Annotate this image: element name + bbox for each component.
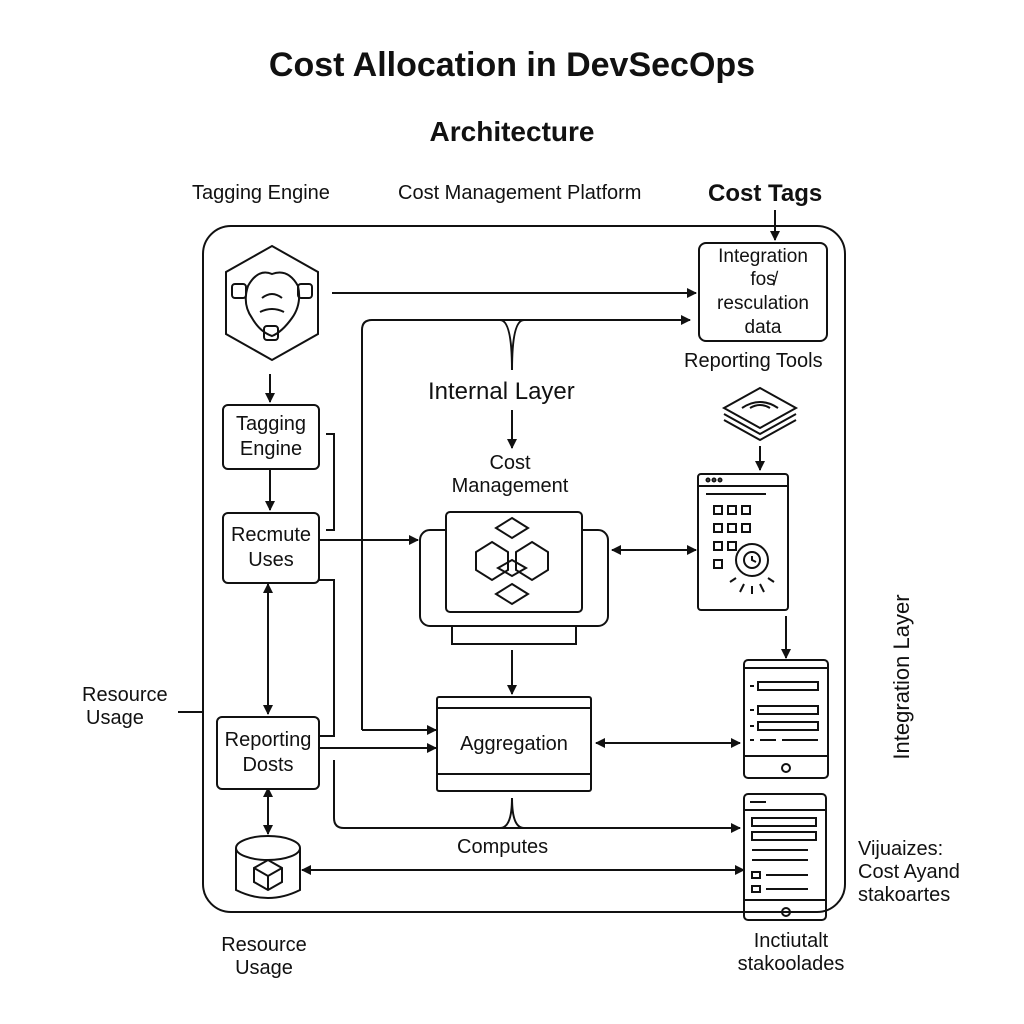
internal-layer-label: Internal Layer <box>428 378 575 405</box>
tablet-list-icon <box>743 659 829 779</box>
recmute-uses-line-1: Recmute <box>230 524 312 546</box>
top-label-cost-tags: Cost Tags <box>708 180 823 207</box>
aggregation-box: Aggregation <box>436 696 592 792</box>
tagging-engine-line-1: Tagging <box>235 413 307 435</box>
top-label-cost-management-platform: Cost Management Platform <box>398 182 642 204</box>
resource-usage-left-label: Resource Usage <box>82 684 168 730</box>
diagram-subtitle: Architecture <box>429 116 595 147</box>
integration-box-line-1: Integration <box>718 245 808 267</box>
cost-management-line-1: Cost <box>489 452 531 474</box>
vijuaizes-line-2: Cost Ayand <box>858 861 960 883</box>
reporting-dosts-line-1: Reporting <box>224 729 312 751</box>
reporting-dosts-box: Reporting Dosts <box>216 716 320 790</box>
vijuaizes-label: Vijuaizes: Cost Ayand stakoartes <box>858 838 960 907</box>
tagging-engine-box: Tagging Engine <box>222 404 320 470</box>
database-icon <box>235 835 301 899</box>
reporting-dosts-line-2: Dosts <box>242 754 294 776</box>
integration-box-line-2: fos̸ <box>750 269 776 291</box>
resource-usage-bottom-label: Resource Usage <box>204 934 324 980</box>
tagging-engine-line-2: Engine <box>239 438 303 460</box>
vijuaizes-line-1: Vijuaizes: <box>858 838 944 860</box>
inctiutalt-line-2: stakoolades <box>737 953 845 975</box>
resource-usage-bottom-line-1: Resource <box>221 934 307 956</box>
recmute-uses-box: Recmute Uses <box>222 512 320 584</box>
integration-layer-label: Integration Layer <box>889 594 914 760</box>
stacked-layers-icon <box>721 386 799 442</box>
aggregation-label: Aggregation <box>460 732 568 755</box>
integration-box-line-3: resculation <box>717 293 809 314</box>
inctiutalt-line-1: Inctiutalt <box>753 930 829 952</box>
recmute-uses-line-2: Uses <box>248 549 294 571</box>
diagram-title: Cost Allocation in DevSecOps <box>268 46 756 84</box>
dashboard-icon <box>697 473 789 611</box>
main-container <box>202 225 846 913</box>
cost-management-label: Cost Management <box>430 452 590 498</box>
resource-usage-bottom-line-2: Usage <box>235 957 293 979</box>
top-label-tagging-engine: Tagging Engine <box>192 182 330 204</box>
hexagon-gear-icon <box>225 244 319 362</box>
resource-usage-left-line-2: Usage <box>86 707 144 729</box>
aggregation-box-lines <box>436 707 592 775</box>
reporting-tools-label: Reporting Tools <box>684 350 823 372</box>
integration-box-line-4: data <box>744 316 782 338</box>
tablet-report-icon <box>743 793 827 921</box>
vijuaizes-line-3: stakoartes <box>858 884 951 906</box>
cubes-server-icon <box>419 511 609 645</box>
inctiutalt-label: Inctiutalt stakoolades <box>716 930 866 976</box>
computes-label: Computes <box>457 836 549 858</box>
integration-data-box: Integration fos̸ resculation data <box>698 242 828 342</box>
resource-usage-left-line-1: Resource <box>82 684 168 706</box>
cost-management-line-2: Management <box>451 475 569 497</box>
